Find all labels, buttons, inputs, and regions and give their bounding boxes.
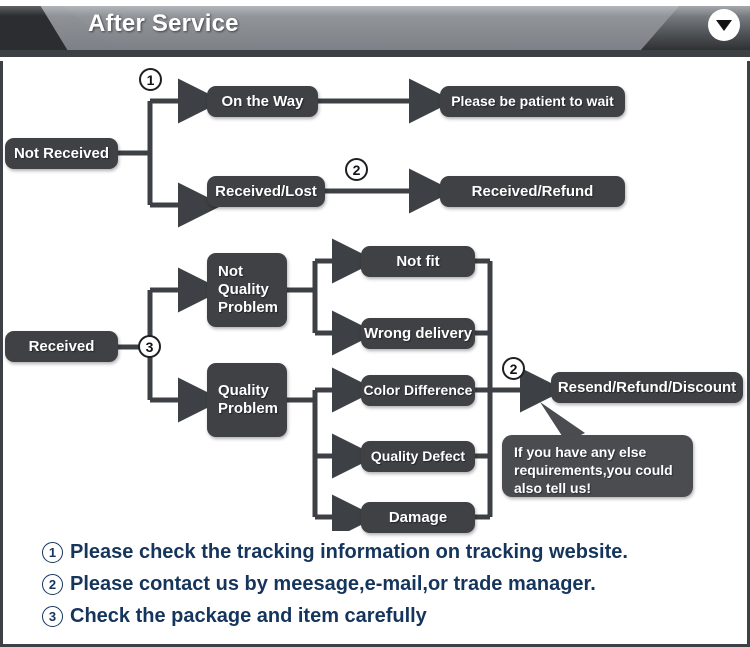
flow-node-wrong-delivery: Wrong delivery [361,318,475,349]
flowchart-canvas: Not Received On the Way Please be patient … [0,61,750,533]
page-header: After Service [0,0,750,50]
footer-note-text: Please contact us by meesage,e-mail,or t… [70,573,596,595]
requirements-callout: If you have any else requirements,you co… [502,435,693,497]
flow-node-damage: Damage [361,502,475,533]
header-sheen [0,4,750,16]
footer-note-text: Please check the tracking information on… [70,541,628,563]
header-divider-gap [0,57,750,61]
flow-node-on-the-way: On the Way [207,86,318,117]
flow-node-not-received: Not Received [5,138,118,169]
page-title: After Service [88,10,239,37]
flow-node-received-refund: Received/Refund [440,176,625,207]
footer-note-number: 3 [42,606,63,627]
footer-note: 3 Check the package and item carefully [42,605,427,628]
flow-node-resend: Resend/Refund/Discount [551,372,743,403]
footer-note-number: 1 [42,542,63,563]
marker-2-top: 2 [345,158,368,181]
flow-node-color-diff: Color Difference [361,375,475,406]
footer-note: 2 Please contact us by meesage,e-mail,or … [42,573,596,596]
header-top-white-strip [0,0,750,6]
flow-node-not-fit: Not fit [361,246,475,277]
flow-node-received-lost: Received/Lost [207,176,325,207]
marker-1-top: 1 [139,68,162,91]
footer-note: 1 Please check the tracking information o… [42,541,628,564]
header-divider [0,50,750,57]
header-light-band [40,5,680,50]
flow-node-please-wait: Please be patient to wait [440,86,625,117]
flow-node-quality-defect: Quality Defect [361,441,475,472]
footer-note-text: Check the package and item carefully [70,605,427,627]
footer-note-number: 2 [42,574,63,595]
marker-3-received: 3 [138,335,161,358]
chevron-down-icon[interactable] [708,9,740,41]
marker-2-resend: 2 [502,357,525,380]
flow-node-received: Received [5,331,118,362]
footer-notes: 1 Please check the tracking information o… [0,536,750,647]
